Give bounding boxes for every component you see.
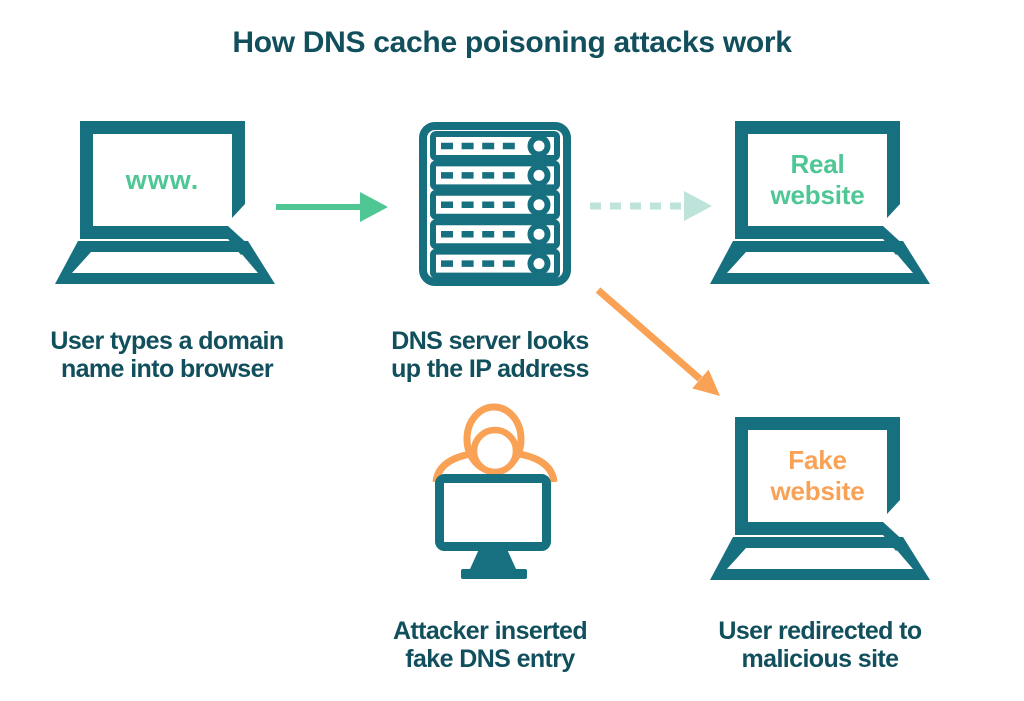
arrow-user-to-dns [276, 192, 388, 222]
diagram-title: How DNS cache poisoning attacks work [232, 26, 792, 59]
monitor-screen [435, 474, 551, 551]
laptop-icon [710, 417, 930, 580]
real-website-screen-text: Real website [748, 134, 887, 226]
fake-website-screen-text: Fake website [748, 430, 887, 522]
dns-server-node [419, 122, 571, 286]
attacker-node [428, 402, 588, 582]
hooded-attacker-at-monitor-icon [432, 403, 558, 579]
server-rack-icon [419, 122, 571, 286]
caption-attacker: Attacker inserted fake DNS entry [360, 617, 620, 673]
arrow-dns-to-fake [595, 287, 720, 396]
real-website-node: Real website [710, 121, 930, 285]
caption-user-laptop: User types a domain name into browser [37, 327, 297, 383]
caption-user-line1: User types a domain [50, 327, 284, 355]
caption-dns-server: DNS server looks up the IP address [360, 327, 620, 383]
real-website-line1: Real [790, 149, 845, 179]
monitor-stand [470, 547, 516, 569]
monitor-base [461, 569, 527, 579]
caption-fake-line2: malicious site [741, 645, 900, 673]
caption-dns-line1: DNS server looks [391, 327, 589, 355]
attacker-face [470, 426, 520, 476]
caption-fake-line1: User redirected to [718, 617, 922, 645]
laptop-icon [710, 121, 930, 284]
caption-attacker-line2: fake DNS entry [405, 645, 575, 673]
fake-website-node: Fake website [710, 417, 930, 581]
dashed-arrow-dns-to-real [590, 191, 712, 221]
fake-website-line2: website [770, 476, 865, 506]
caption-attacker-line1: Attacker inserted [392, 617, 588, 645]
caption-fake-website: User redirected to malicious site [690, 617, 950, 673]
fake-website-line1: Fake [788, 445, 847, 475]
user-laptop-screen-text: www. [125, 164, 200, 195]
user-laptop-node: www. [55, 121, 275, 285]
real-website-line2: website [770, 180, 865, 210]
caption-user-line2: name into browser [60, 355, 274, 383]
caption-dns-line2: up the IP address [391, 355, 589, 383]
laptop-icon [55, 121, 275, 284]
